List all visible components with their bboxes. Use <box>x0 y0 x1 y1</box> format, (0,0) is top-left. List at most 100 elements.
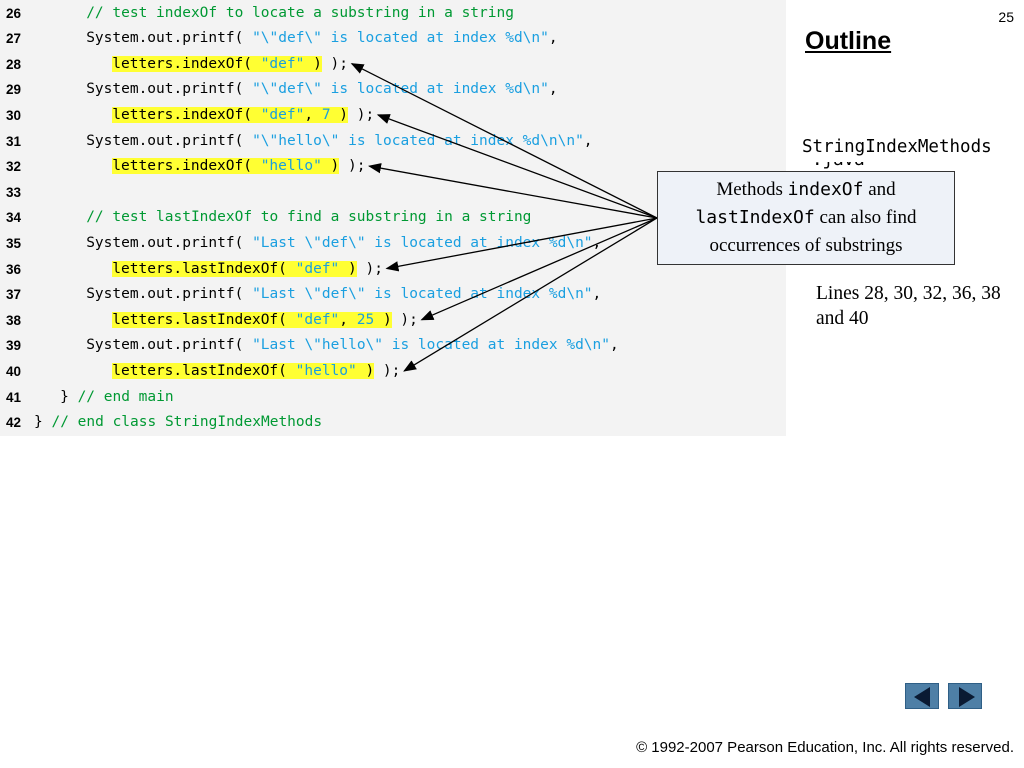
highlighted-code-token: ) <box>374 311 392 328</box>
code-token: System.out.printf( <box>86 81 253 98</box>
code-text: letters.indexOf( "def", 7 ) ); <box>112 103 374 129</box>
line-number: 38 <box>6 312 22 328</box>
file-extension-text: .java <box>812 162 865 170</box>
triangle-right-icon <box>959 687 975 707</box>
code-line: 41} // end main <box>0 385 786 411</box>
next-slide-button[interactable] <box>948 683 982 709</box>
highlighted-code-token: , <box>304 106 322 123</box>
code-text: letters.lastIndexOf( "hello" ) ); <box>112 359 400 385</box>
line-number: 31 <box>6 133 22 149</box>
code-token: , <box>592 234 602 251</box>
code-line: 37 System.out.printf( "Last \"def\" is lo… <box>0 282 786 308</box>
line-number: 28 <box>6 56 22 72</box>
code-text: // test indexOf to locate a substring in… <box>86 1 514 27</box>
code-token: , <box>592 286 602 303</box>
callout-method-indexof: indexOf <box>787 179 864 200</box>
code-line: 40 letters.lastIndexOf( "hello" ) ); <box>0 359 786 385</box>
code-line: 31 System.out.printf( "\"hello\" is locat… <box>0 129 786 155</box>
file-name: StringIndexMethods <box>802 137 992 157</box>
highlighted-code-token: ) <box>330 106 349 123</box>
highlighted-code-token: 25 <box>356 311 375 328</box>
outline-heading: Outline <box>805 27 892 55</box>
callout-text-2: and <box>863 179 896 200</box>
code-text: System.out.printf( "\"def\" is located a… <box>86 26 557 52</box>
highlighted-code-token: ) <box>321 158 340 175</box>
line-number: 33 <box>6 184 22 200</box>
previous-slide-button[interactable] <box>905 683 939 709</box>
code-token: , <box>609 337 619 354</box>
line-number: 29 <box>6 82 22 98</box>
line-number: 36 <box>6 261 22 277</box>
highlighted-code-token: "hello" <box>295 362 357 379</box>
callout-text-4: occurrences of substrings <box>709 235 903 256</box>
code-line: 42} // end class StringIndexMethods <box>0 410 786 436</box>
code-token: System.out.printf( <box>86 132 253 149</box>
triangle-left-icon <box>914 687 930 707</box>
code-line: 38 letters.lastIndexOf( "def", 25 ) ); <box>0 308 786 334</box>
highlighted-code-token: ) <box>339 260 357 277</box>
code-token: // end main <box>77 388 174 405</box>
code-line: 28 letters.indexOf( "def" ) ); <box>0 52 786 78</box>
code-text: letters.lastIndexOf( "def", 25 ) ); <box>112 308 418 334</box>
code-token: "\"def\" is located at index %d\n" <box>252 30 549 47</box>
code-text: letters.indexOf( "hello" ) ); <box>112 154 365 180</box>
line-number: 41 <box>6 389 22 405</box>
code-token: ); <box>348 106 375 123</box>
code-token: , <box>548 81 558 98</box>
line-number: 39 <box>6 338 22 354</box>
code-token: ); <box>356 260 383 277</box>
code-token: ); <box>374 362 401 379</box>
highlighted-code-token: "def" <box>260 106 305 123</box>
code-token: } <box>34 414 52 431</box>
code-token: "Last \"def\" is located at index %d\n" <box>252 234 593 251</box>
highlighted-code-token: letters.lastIndexOf( <box>112 311 296 328</box>
highlighted-code-token: letters.indexOf( <box>112 55 261 72</box>
line-number: 42 <box>6 415 22 431</box>
line-number: 34 <box>6 210 22 226</box>
code-text: letters.lastIndexOf( "def" ) ); <box>112 257 383 283</box>
highlighted-code-token: "def" <box>260 55 305 72</box>
line-number: 35 <box>6 235 22 251</box>
code-token: , <box>548 30 558 47</box>
code-line: 29 System.out.printf( "\"def\" is located… <box>0 77 786 103</box>
highlighted-code-token: "def" <box>295 260 340 277</box>
code-text: } // end main <box>60 385 174 411</box>
line-number: 32 <box>6 159 22 175</box>
code-line: 33 <box>0 180 786 206</box>
line-number: 26 <box>6 5 22 21</box>
highlighted-code-token: "hello" <box>260 158 322 175</box>
code-text: System.out.printf( "\"hello\" is located… <box>86 129 592 155</box>
code-token: "Last \"hello\" is located at index %d\n… <box>252 337 610 354</box>
line-number: 30 <box>6 107 22 123</box>
code-token: System.out.printf( <box>86 234 253 251</box>
line-number: 37 <box>6 287 22 303</box>
highlighted-code-token: letters.indexOf( <box>112 106 261 123</box>
callout-text-3: can also find <box>814 207 917 228</box>
highlighted-code-token: ) <box>356 362 375 379</box>
code-token: } <box>60 388 78 405</box>
callout-box: Methods indexOf and lastIndexOf can also… <box>657 171 955 265</box>
code-token: System.out.printf( <box>86 337 253 354</box>
code-text: System.out.printf( "\"def\" is located a… <box>86 77 557 103</box>
code-token: System.out.printf( <box>86 30 253 47</box>
code-line: 27 System.out.printf( "\"def\" is located… <box>0 26 786 52</box>
code-token: ); <box>339 158 366 175</box>
code-token: "\"def\" is located at index %d\n" <box>252 81 549 98</box>
line-number: 40 <box>6 363 22 379</box>
code-token: // test lastIndexOf to find a substring … <box>86 209 532 226</box>
code-text: System.out.printf( "Last \"def\" is loca… <box>86 282 601 308</box>
code-text: } // end class StringIndexMethods <box>34 410 322 436</box>
highlighted-code-token: "def" <box>295 311 340 328</box>
code-token: // end class StringIndexMethods <box>51 414 323 431</box>
code-token: , <box>583 132 593 149</box>
code-text: // test lastIndexOf to find a substring … <box>86 205 531 231</box>
lines-note: Lines 28, 30, 32, 36, 38 and 40 <box>816 283 1001 329</box>
line-number: 27 <box>6 31 22 47</box>
code-token: ); <box>321 55 349 72</box>
callout-method-lastindexof: lastIndexOf <box>695 207 815 228</box>
callout-text-1: Methods <box>716 179 788 200</box>
slide-number: 25 <box>998 9 1014 25</box>
code-token: System.out.printf( <box>86 286 253 303</box>
highlighted-code-token: letters.lastIndexOf( <box>112 260 296 277</box>
code-text: letters.indexOf( "def" ) ); <box>112 52 348 78</box>
